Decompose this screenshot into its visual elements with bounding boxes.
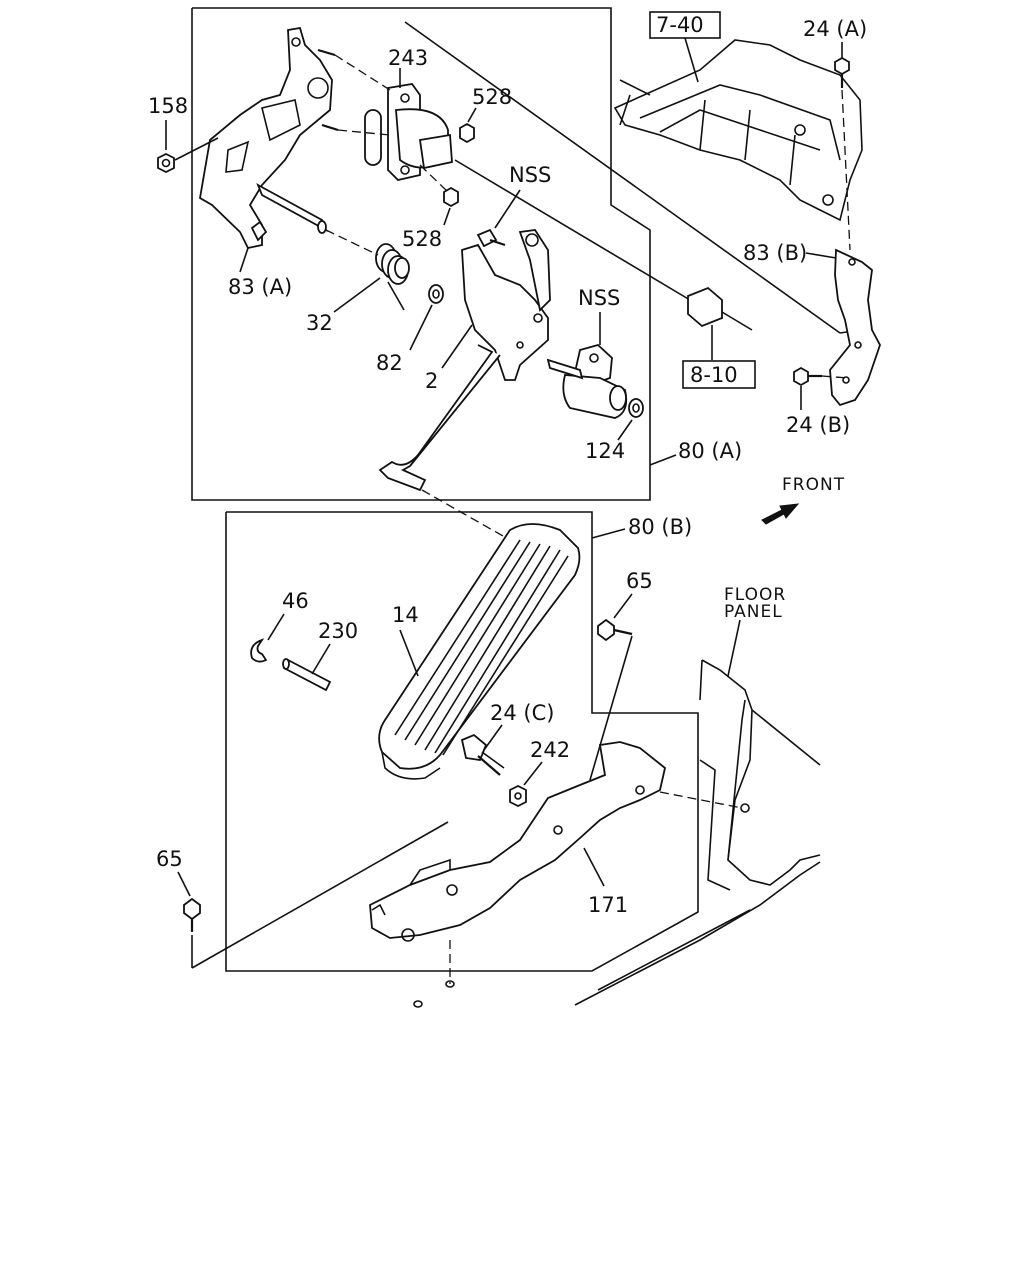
label-83a: 83 (A)	[228, 275, 292, 299]
leader-230	[311, 643, 331, 675]
leader-7-40	[684, 37, 699, 83]
leader-65a-line	[589, 635, 633, 781]
dash-24b	[821, 375, 849, 379]
bracket-83a	[199, 26, 333, 250]
label-528-top: 528	[472, 85, 512, 109]
label-230: 230	[318, 619, 358, 643]
screw-nss-top	[476, 228, 506, 248]
leader-65b-diag	[191, 821, 449, 969]
bolt-24c	[460, 733, 505, 776]
label-24a: 24 (A)	[803, 17, 867, 41]
pedal-arm-2	[378, 229, 551, 492]
label-83b: 83 (B)	[743, 241, 807, 265]
bolt-24a	[834, 56, 850, 88]
leader-32-b	[387, 281, 405, 311]
bolt-24b	[793, 366, 822, 387]
stopper-nss	[546, 343, 628, 419]
label-2: 2	[425, 369, 438, 393]
leader-242	[523, 761, 543, 786]
ref-box-8-10	[682, 360, 756, 389]
label-floor: FLOOR	[724, 585, 786, 605]
bolt-65-left	[183, 897, 201, 932]
label-46: 46	[282, 589, 309, 613]
leader-floor	[727, 619, 741, 677]
sensor-243	[364, 83, 453, 181]
label-171: 171	[588, 893, 628, 917]
clip-46	[250, 638, 268, 663]
leader-65b	[177, 871, 191, 897]
nut-124	[628, 398, 644, 418]
label-158: 158	[148, 94, 188, 118]
harness-connector	[687, 286, 753, 331]
leader-528b	[443, 207, 451, 226]
leader-46	[267, 613, 285, 641]
studs	[317, 48, 339, 132]
leader-124	[617, 419, 633, 441]
label-65-left: 65	[156, 847, 183, 871]
leader-harness	[454, 159, 691, 301]
leader-80b	[591, 528, 626, 539]
dash-24a	[841, 89, 851, 251]
leader-32	[333, 277, 381, 313]
label-8-10: 8-10	[690, 363, 738, 387]
label-65-right: 65	[626, 569, 653, 593]
nut-242	[509, 784, 527, 808]
floor-hole-2	[413, 1000, 423, 1008]
base-bracket-171	[369, 741, 667, 942]
panel-hole	[740, 803, 750, 813]
nut-158	[157, 152, 175, 174]
dash-528b	[419, 164, 449, 193]
label-82: 82	[376, 351, 403, 375]
leader-528a	[467, 107, 477, 123]
pin-230	[282, 658, 332, 692]
label-24b: 24 (B)	[786, 413, 850, 437]
label-80a: 80 (A)	[678, 439, 742, 463]
label-panel: PANEL	[724, 602, 783, 622]
floor-panel	[574, 659, 821, 1006]
leader-82	[409, 304, 433, 351]
label-242: 242	[530, 738, 570, 762]
leader-24c	[483, 724, 503, 751]
front-arrow-icon	[761, 503, 800, 525]
bushing-82	[428, 284, 444, 304]
label-32: 32	[306, 311, 333, 335]
leader-80a	[649, 454, 677, 466]
leader-171	[583, 847, 605, 887]
label-80b: 80 (B)	[628, 515, 692, 539]
leader-83a	[239, 247, 249, 273]
nut-528-bottom	[443, 186, 459, 208]
leader-14	[399, 629, 419, 677]
leader-2	[441, 324, 473, 369]
nut-528-top	[459, 122, 475, 144]
dash-pad	[421, 489, 511, 541]
label-front: FRONT	[782, 475, 845, 495]
leader-158	[174, 137, 219, 161]
spring-32	[375, 243, 410, 285]
label-24c: 24 (C)	[490, 701, 554, 725]
pedal-pad-14	[378, 523, 581, 780]
group-box-80a	[191, 7, 651, 501]
dash-243-b	[337, 129, 391, 136]
label-528-bottom: 528	[402, 227, 442, 251]
leader-83b-long	[404, 21, 841, 334]
bracket-83b	[829, 248, 881, 407]
leader-83b	[805, 252, 837, 259]
group-box-80b	[225, 511, 699, 972]
cross-member	[613, 39, 863, 222]
leader-65a	[613, 593, 633, 619]
dash-shaft	[325, 229, 379, 256]
label-124: 124	[585, 439, 625, 463]
label-nss-bottom: NSS	[578, 286, 620, 310]
label-7-40: 7-40	[656, 13, 704, 37]
label-nss-top: NSS	[509, 163, 551, 187]
dash-243-a	[334, 54, 391, 91]
bolt-65-right	[597, 618, 633, 642]
floor-hole-1	[445, 980, 455, 988]
dash-panel	[659, 791, 743, 809]
label-243: 243	[388, 46, 428, 70]
label-14: 14	[392, 603, 419, 627]
